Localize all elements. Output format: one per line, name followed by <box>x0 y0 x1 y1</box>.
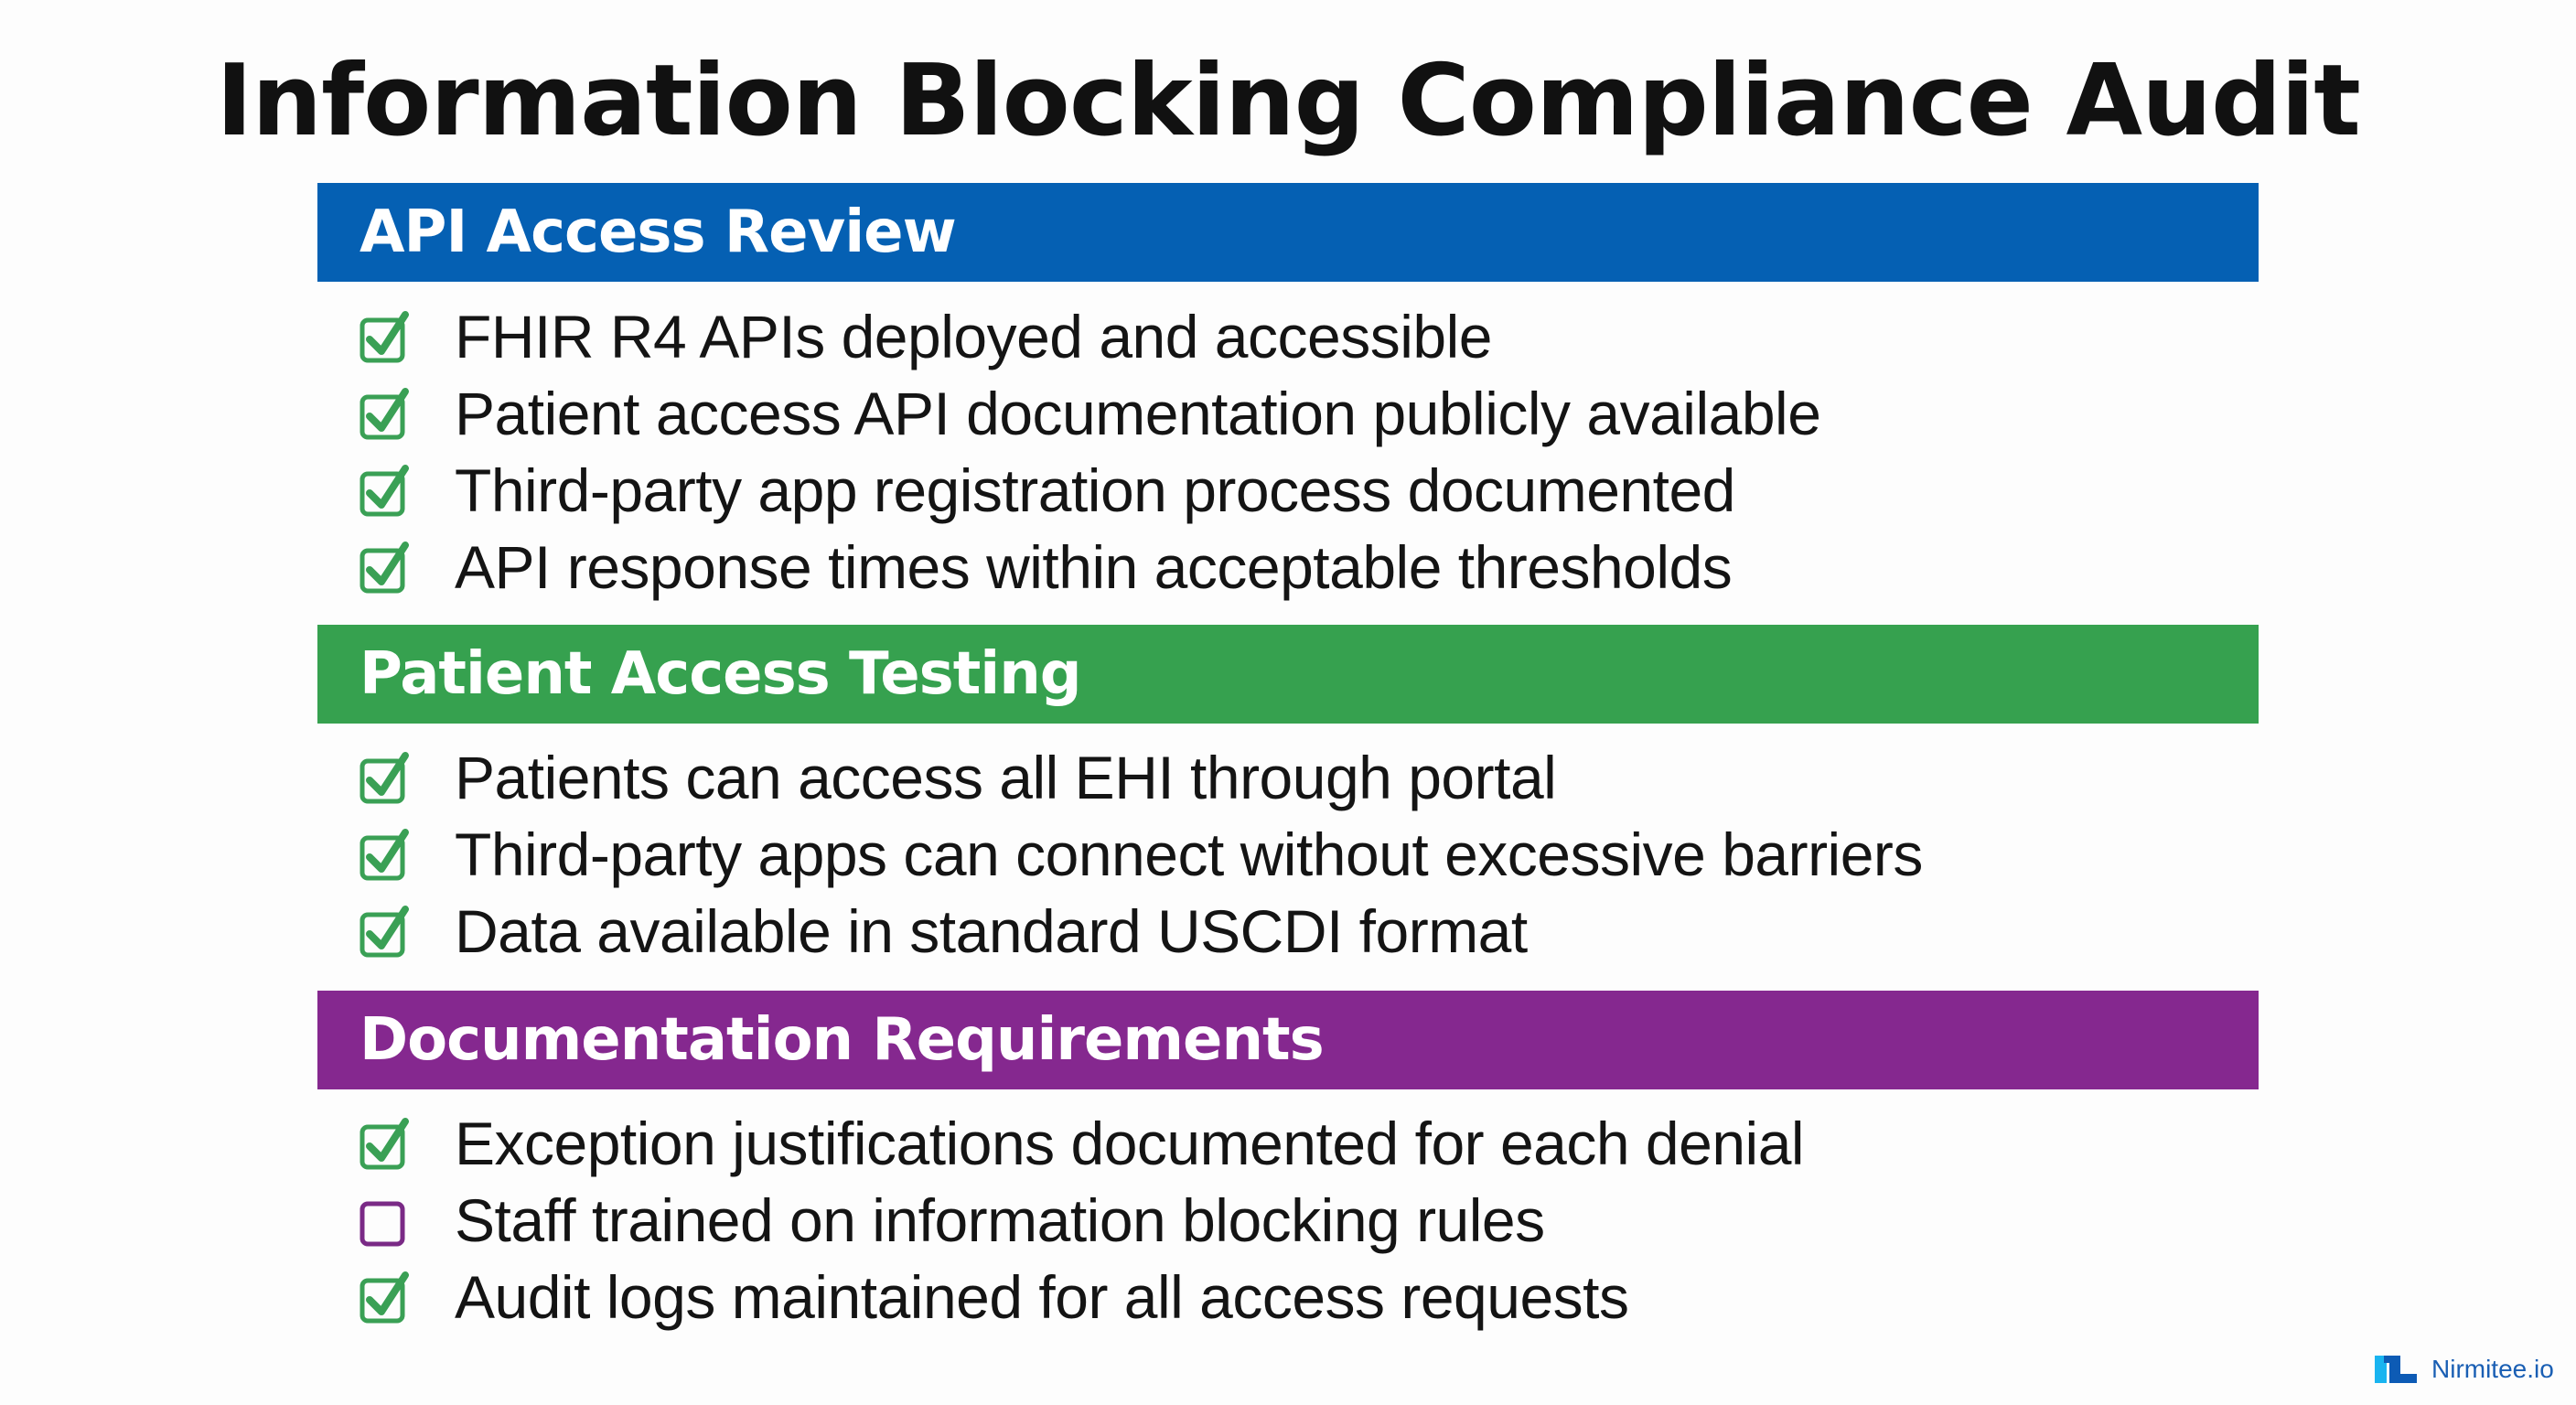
checklist-item[interactable]: Patient access API documentation publicl… <box>360 375 1821 452</box>
api-access-review-list: FHIR R4 APIs deployed and accessible Pat… <box>360 298 1821 606</box>
patient-access-testing-list: Patients can access all EHI through port… <box>360 739 1923 970</box>
checklist-item-label: API response times within acceptable thr… <box>455 533 1733 601</box>
checked-checkbox-icon[interactable] <box>360 540 411 595</box>
checklist-item-label: Patients can access all EHI through port… <box>455 744 1557 811</box>
checklist-item-label: Audit logs maintained for all access req… <box>455 1263 1629 1331</box>
checklist-item-label: FHIR R4 APIs deployed and accessible <box>455 303 1492 370</box>
checked-checkbox-icon[interactable] <box>360 1116 411 1171</box>
checklist-item[interactable]: FHIR R4 APIs deployed and accessible <box>360 298 1820 375</box>
checklist-item[interactable]: Third-party apps can connect without exc… <box>360 816 1923 893</box>
section-header-patient-access-testing: Patient Access Testing <box>317 625 2259 724</box>
unchecked-checkbox-icon[interactable] <box>360 1193 411 1248</box>
checklist-item[interactable]: Data available in standard USCDI format <box>360 893 1923 970</box>
checked-checkbox-icon[interactable] <box>360 750 411 805</box>
checklist-item[interactable]: API response times within acceptable thr… <box>360 529 1820 606</box>
checklist-item[interactable]: Patients can access all EHI through port… <box>360 739 1923 816</box>
checklist-item-label: Exception justifications documented for … <box>455 1110 1805 1177</box>
checked-checkbox-icon[interactable] <box>360 904 411 959</box>
checklist-item-label: Staff trained on information blocking ru… <box>455 1186 1545 1254</box>
checklist-item-label: Data available in standard USCDI format <box>455 897 1528 965</box>
nirmitee-logo-icon <box>2375 1356 2417 1383</box>
checklist-item[interactable]: Third-party app registration process doc… <box>360 452 1820 529</box>
section-header-documentation-requirements: Documentation Requirements <box>317 991 2259 1089</box>
section-header-api-access-review: API Access Review <box>317 183 2259 282</box>
checklist-item-label: Third-party app registration process doc… <box>455 456 1735 524</box>
brand-name: Nirmitee.io <box>2431 1355 2554 1383</box>
brand-logo: Nirmitee.io <box>2375 1354 2554 1385</box>
checked-checkbox-icon[interactable] <box>360 1270 411 1325</box>
checklist-item[interactable]: Staff trained on information blocking ru… <box>360 1182 1804 1259</box>
checklist-item-label: Patient access API documentation publicl… <box>455 380 1821 447</box>
checked-checkbox-icon[interactable] <box>360 386 411 441</box>
checklist-item-label: Third-party apps can connect without exc… <box>455 820 1923 888</box>
documentation-requirements-list: Exception justifications documented for … <box>360 1105 1805 1335</box>
checked-checkbox-icon[interactable] <box>360 827 411 882</box>
checked-checkbox-icon[interactable] <box>360 463 411 518</box>
checked-checkbox-icon[interactable] <box>360 309 411 364</box>
checklist-item[interactable]: Exception justifications documented for … <box>360 1105 1805 1182</box>
page-title: Information Blocking Compliance Audit <box>216 44 2361 158</box>
checklist-item[interactable]: Audit logs maintained for all access req… <box>360 1259 1804 1335</box>
